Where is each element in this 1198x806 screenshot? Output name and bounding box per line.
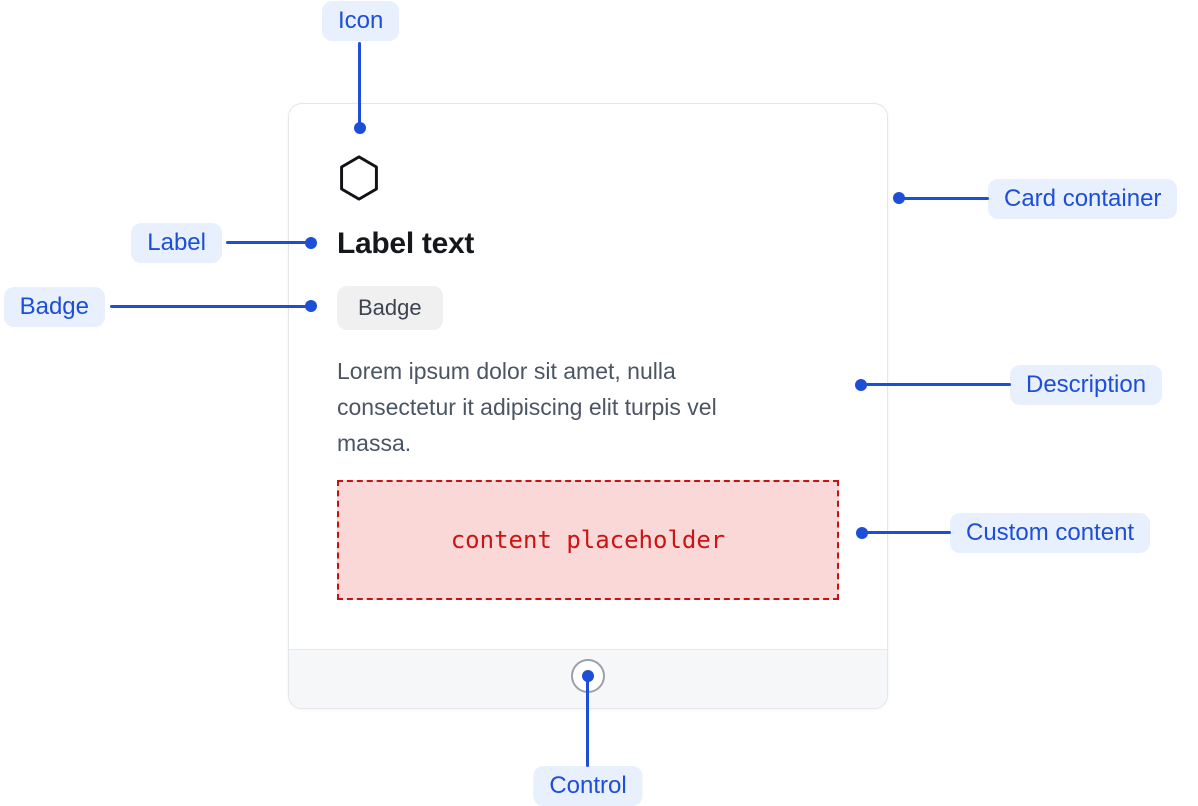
description-line: massa.	[337, 430, 412, 456]
card-container: Label text Badge Lorem ipsum dolor sit a…	[288, 103, 888, 709]
description-line: consectetur it adipiscing elit turpis ve…	[337, 394, 717, 420]
custom-content-placeholder: content placeholder	[337, 480, 839, 600]
callout-dot-card-container	[893, 192, 905, 204]
card-label: Label text	[337, 227, 475, 260]
callout-description: Description	[1010, 365, 1163, 405]
callout-control: Control	[533, 766, 643, 806]
callout-line-description	[861, 383, 1011, 386]
callout-line-card-container	[899, 197, 989, 200]
badge: Badge	[337, 286, 443, 330]
callout-icon: Icon	[322, 1, 400, 41]
callout-dot-control	[582, 670, 594, 682]
callout-label: Label	[131, 223, 222, 263]
callout-line-icon	[358, 42, 361, 128]
callout-dot-badge	[305, 300, 317, 312]
callout-dot-description	[855, 379, 867, 391]
callout-line-badge	[110, 305, 311, 308]
hexagon-icon	[340, 155, 378, 201]
callout-line-custom-content	[862, 531, 951, 534]
description-line: Lorem ipsum dolor sit amet, nulla	[337, 358, 676, 384]
card-description: Lorem ipsum dolor sit amet, nulla consec…	[337, 353, 839, 461]
callout-custom-content: Custom content	[950, 513, 1151, 553]
callout-card-container: Card container	[988, 179, 1178, 219]
callout-line-control	[586, 676, 589, 767]
callout-dot-icon	[354, 122, 366, 134]
callout-badge: Badge	[3, 287, 105, 327]
callout-dot-custom-content	[856, 527, 868, 539]
callout-dot-label	[305, 237, 317, 249]
card-body: Label text Badge Lorem ipsum dolor sit a…	[289, 104, 887, 649]
callout-line-label	[226, 241, 311, 244]
